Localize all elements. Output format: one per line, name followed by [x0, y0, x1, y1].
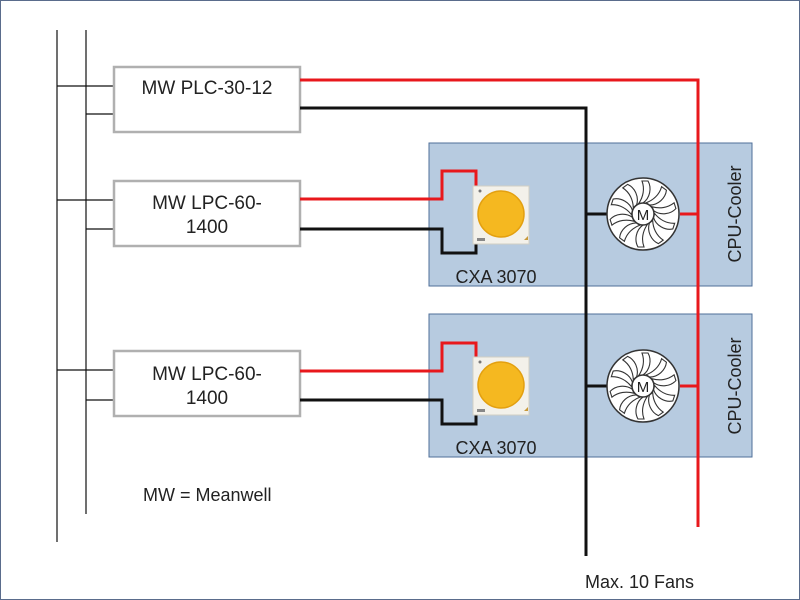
cooler-label-1: CPU-Cooler [725, 165, 745, 262]
fan-blade [652, 384, 676, 402]
led2-negative-wire [300, 398, 478, 426]
legend-text: MW = Meanwell [143, 485, 272, 505]
fan-blade [635, 396, 649, 420]
fan-blade [648, 391, 665, 417]
fan-blade [648, 219, 665, 245]
led2-positive-wire [300, 341, 478, 373]
fan-2-icon: M [606, 349, 680, 423]
fan-blade [610, 370, 634, 388]
fan-blade [618, 394, 641, 415]
motor-label: M [637, 207, 650, 224]
fan-negative-wire [300, 106, 588, 556]
driver-box-2: MW LPC-60- 1400 [112, 179, 302, 248]
led-chip-1-icon [472, 185, 530, 245]
driver-label-line1: MW LPC-60- [152, 364, 262, 385]
led-chip-2-icon [472, 356, 530, 416]
fan-blade [621, 183, 638, 209]
fan-blade [651, 373, 677, 387]
mains-bus [56, 30, 114, 542]
fan-supply-wires [300, 78, 700, 556]
driver-box-1: MW PLC-30-12 [112, 65, 302, 134]
fan-blade [652, 212, 676, 230]
fan-1-icon: M [606, 177, 680, 251]
driver-box-3: MW LPC-60- 1400 [112, 349, 302, 418]
led-label-2: CXA 3070 [455, 438, 536, 458]
fan-blade [635, 224, 649, 248]
fan-blade [637, 180, 651, 204]
driver-label: MW PLC-30-12 [142, 78, 273, 99]
driver-label-line2: 1400 [186, 217, 228, 238]
fan-positive-wire [300, 78, 700, 527]
cooler-label-2: CPU-Cooler [725, 337, 745, 434]
driver-label-line2: 1400 [186, 388, 228, 409]
led1-wires [300, 169, 478, 255]
driver-label-line1: MW LPC-60- [152, 193, 262, 214]
fan-blade [618, 222, 641, 243]
led1-positive-wire [300, 169, 478, 201]
fan-blade [609, 385, 635, 399]
fan-blade [645, 185, 668, 206]
fan-blade [621, 355, 638, 381]
fan-blade [609, 213, 635, 227]
fan-blade [651, 201, 677, 215]
led1-negative-wire [300, 227, 478, 255]
fan-blade [610, 198, 634, 216]
fan-blade [637, 352, 651, 376]
led2-wires [300, 341, 478, 426]
footer-note: Max. 10 Fans [585, 572, 694, 592]
fan-blade [645, 357, 668, 378]
motor-label: M [637, 379, 650, 396]
led-label-1: CXA 3070 [455, 267, 536, 287]
